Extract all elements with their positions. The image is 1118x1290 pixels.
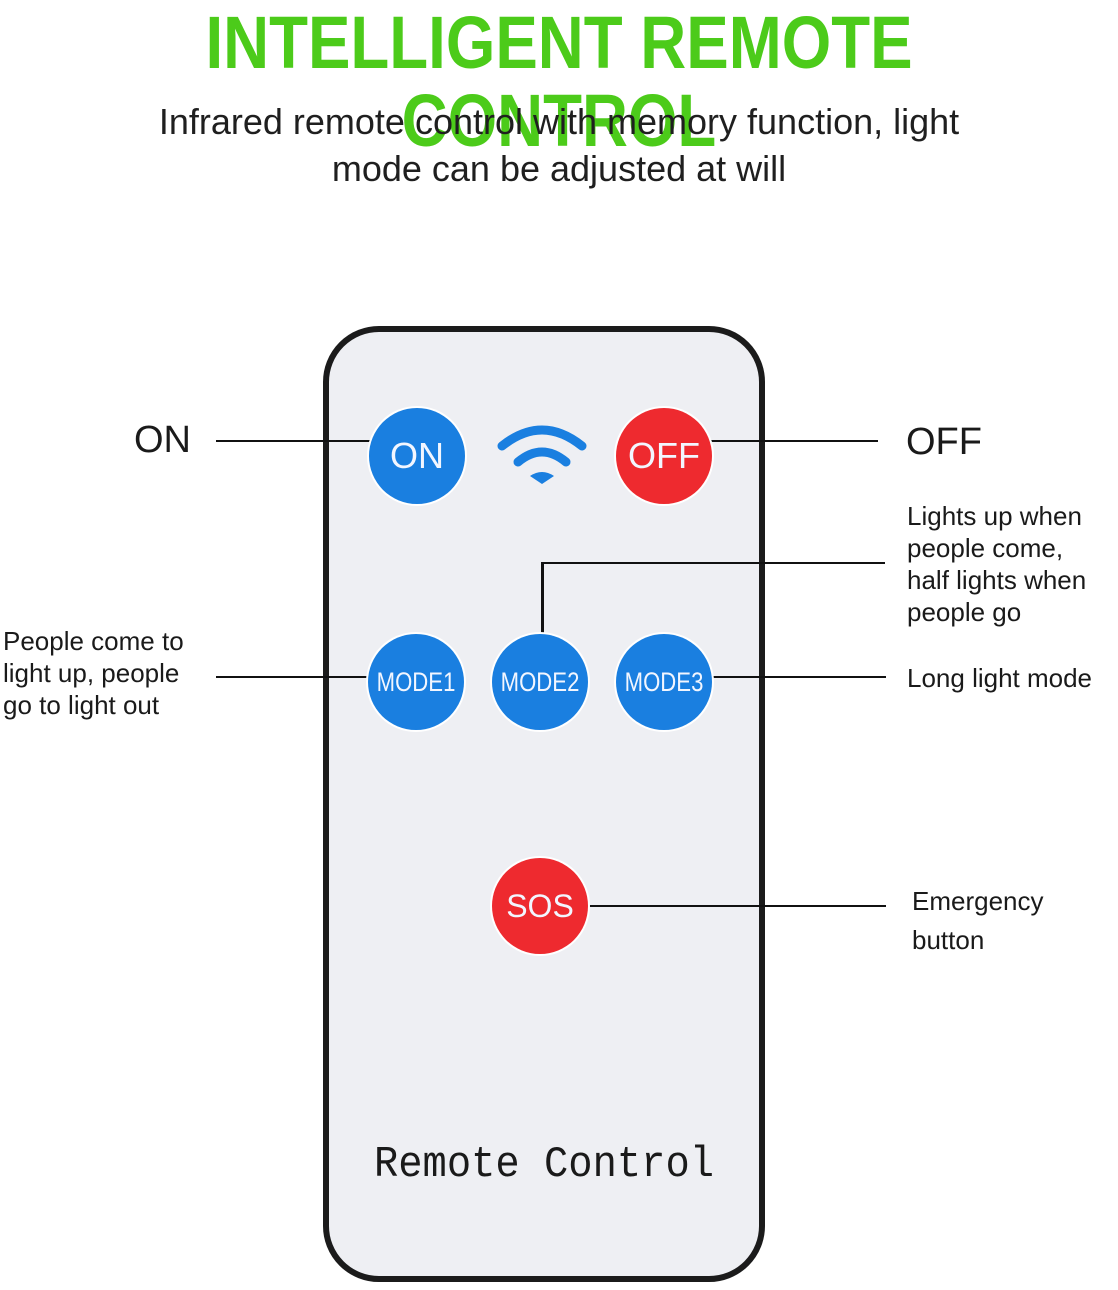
subtitle-line-1: Infrared remote control with memory func… <box>158 101 960 142</box>
mode2-button[interactable]: MODE2 <box>492 634 588 730</box>
callout-label-sos: Emergency button <box>912 882 1044 960</box>
mode3-button[interactable]: MODE3 <box>616 634 712 730</box>
off-button[interactable]: OFF <box>616 408 712 504</box>
callout-mode2-line-2: people come, <box>907 533 1064 563</box>
mode2-button-label: MODE2 <box>500 666 580 697</box>
callout-mode2-line-3: half lights when <box>907 565 1087 595</box>
callout-sos-line-1: Emergency <box>912 886 1044 916</box>
callout-label-mode2: Lights up when people come, half lights … <box>907 500 1086 628</box>
callout-label-mode1: People come to light up, people go to li… <box>3 625 184 721</box>
callout-line-mode3 <box>708 676 886 678</box>
callout-line-on <box>216 440 376 442</box>
callout-mode1-line-3: go to light out <box>3 690 160 720</box>
callout-label-mode3: Long light mode <box>907 663 1093 693</box>
callout-label-on: ON <box>134 419 191 461</box>
callout-sos-line-2: button <box>912 925 985 955</box>
off-button-label: OFF <box>628 435 700 476</box>
mode1-button-label: MODE1 <box>376 666 456 697</box>
on-button-label: ON <box>390 435 444 476</box>
page-title: INTELLIGENT REMOTE CONTROL <box>205 1 913 162</box>
mode1-button[interactable]: MODE1 <box>368 634 464 730</box>
callout-label-off: OFF <box>906 421 982 463</box>
subtitle: Infrared remote control with memory func… <box>0 98 1118 192</box>
remote-brand-label: Remote Control <box>373 1140 715 1190</box>
sos-button-label: SOS <box>506 887 574 924</box>
callout-mode1-line-1: People come to <box>3 626 184 656</box>
callout-line-mode1 <box>216 676 372 678</box>
callout-line-mode2-horizontal <box>541 562 885 564</box>
callout-mode2-line-4: people go <box>907 597 1022 627</box>
subtitle-line-2: mode can be adjusted at will <box>331 148 787 189</box>
sos-button[interactable]: SOS <box>492 858 588 954</box>
callout-mode2-line-1: Lights up when <box>907 501 1082 531</box>
on-button[interactable]: ON <box>369 408 465 504</box>
callout-mode1-line-2: light up, people <box>3 658 180 688</box>
callout-line-off <box>706 440 878 442</box>
callout-line-sos <box>584 905 886 907</box>
wifi-signal-icon <box>497 425 587 484</box>
mode3-button-label: MODE3 <box>624 666 704 697</box>
callout-line-mode2-vertical <box>541 562 544 638</box>
